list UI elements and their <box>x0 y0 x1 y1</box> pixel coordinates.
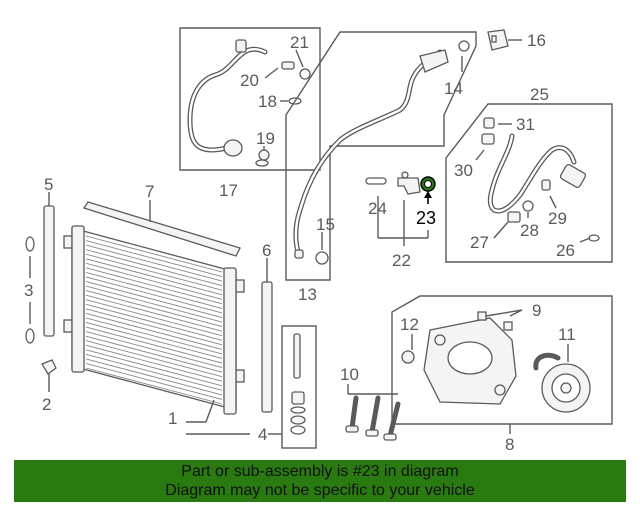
callout-24: 24 <box>368 199 387 218</box>
footer-line-1: Part or sub-assembly is #23 in diagram <box>181 463 459 480</box>
part-4-desiccant-kit <box>281 325 317 449</box>
callout-30: 30 <box>454 161 473 180</box>
group-13-box <box>285 31 477 281</box>
callout-7: 7 <box>145 182 154 201</box>
footer-banner: Part or sub-assembly is #23 in diagram D… <box>14 460 626 502</box>
callout-31: 31 <box>516 115 535 134</box>
callout-12: 12 <box>400 315 419 334</box>
compressor-group-box <box>391 295 613 425</box>
footer-line-2: Diagram may not be specific to your vehi… <box>165 482 475 499</box>
condenser-fin <box>85 299 223 337</box>
callout-11: 11 <box>558 325 576 344</box>
callout-29: 29 <box>548 209 567 228</box>
condenser-fin <box>85 340 223 378</box>
parts-diagram: 1 2 3 4 5 6 7 8 9 10 11 12 13 14 15 16 1… <box>24 27 613 454</box>
condenser-fin <box>85 262 223 300</box>
condenser-fin <box>85 258 223 296</box>
condenser-fin <box>85 349 223 387</box>
callout-21: 21 <box>290 33 309 52</box>
condenser <box>63 201 245 415</box>
condenser-fin <box>85 344 223 382</box>
condenser-fin <box>85 249 223 287</box>
callout-8: 8 <box>505 435 514 454</box>
condenser-fin <box>85 317 223 355</box>
callout-26: 26 <box>556 241 575 260</box>
condenser-fin <box>85 331 223 369</box>
group-17-box <box>179 27 321 171</box>
part-5-strip <box>43 205 55 337</box>
condenser-fin <box>85 285 223 323</box>
callout-18: 18 <box>258 92 277 111</box>
condenser-fin <box>85 367 223 405</box>
condenser-fin <box>85 271 223 309</box>
condenser-fin <box>85 312 223 350</box>
condenser-fin <box>85 235 223 273</box>
group-25-box <box>445 103 613 263</box>
part-16-connector <box>487 29 522 51</box>
callout-23: 23 <box>416 208 436 228</box>
callout-4: 4 <box>258 425 267 444</box>
part-10-bolts <box>345 384 401 441</box>
condenser-fin <box>85 253 223 291</box>
condenser-fin <box>85 276 223 314</box>
condenser-fin <box>85 294 223 332</box>
callout-27: 27 <box>470 233 489 252</box>
callout-10: 10 <box>340 365 359 384</box>
condenser-fin <box>85 358 223 396</box>
condenser-fin <box>85 290 223 328</box>
part-2-bolt <box>41 359 57 392</box>
condenser-fin <box>85 281 223 318</box>
callout-28: 28 <box>520 221 539 240</box>
callout-20: 20 <box>240 71 259 90</box>
condenser-fin <box>85 322 223 359</box>
callout-5: 5 <box>44 175 53 194</box>
condenser-fin <box>85 363 223 400</box>
callout-19: 19 <box>256 129 275 148</box>
callout-15: 15 <box>316 215 335 234</box>
part-23-oring-highlight <box>420 176 436 204</box>
callout-14: 14 <box>444 79 463 98</box>
condenser-fin <box>85 353 223 391</box>
callout-22: 22 <box>392 251 411 270</box>
condenser-fin <box>85 308 223 346</box>
callout-1: 1 <box>168 409 177 428</box>
callout-25: 25 <box>530 85 549 104</box>
condenser-fin <box>85 335 223 373</box>
condenser-fin <box>85 326 223 364</box>
parts-22-24 <box>365 171 429 246</box>
condenser-fin <box>85 244 223 282</box>
callout-6: 6 <box>262 241 271 260</box>
callout-3: 3 <box>24 281 33 300</box>
part-3-oring-bottom <box>25 328 35 344</box>
condenser-fin <box>85 240 223 277</box>
part-6-strip <box>261 281 273 413</box>
callout-13: 13 <box>298 285 317 304</box>
part-3-oring-top <box>25 236 35 252</box>
callout-17: 17 <box>219 181 238 200</box>
condenser-fin <box>85 267 223 305</box>
condenser-fin <box>85 303 223 341</box>
callout-9: 9 <box>532 301 541 320</box>
callout-16: 16 <box>527 31 546 50</box>
callout-2: 2 <box>42 395 51 414</box>
